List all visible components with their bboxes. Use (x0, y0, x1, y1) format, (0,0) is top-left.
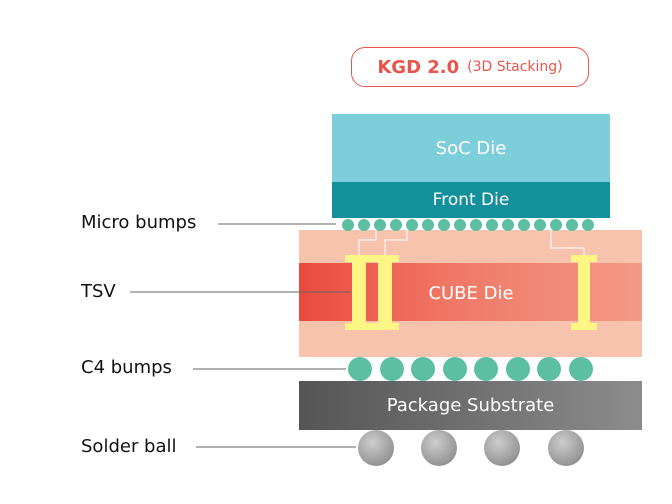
kgd-badge: KGD 2.0 (3D Stacking) (351, 47, 589, 87)
solder-balls-row (358, 430, 584, 466)
tsv-pillar (371, 255, 399, 330)
micro-bump (566, 219, 578, 231)
tsv-connector-line (550, 225, 585, 258)
micro-bump (502, 219, 514, 231)
front-die-layer (332, 182, 610, 218)
micro-bump (486, 219, 498, 231)
micro-bump (358, 219, 370, 231)
soc-die-label: SoC Die (435, 138, 507, 159)
package-substrate-label: Package Substrate (386, 395, 555, 416)
micro-bump (374, 219, 386, 231)
solder-ball (421, 430, 457, 466)
micro-bump (518, 219, 530, 231)
tsv-connector-line (384, 225, 408, 258)
micro-bump (454, 219, 466, 231)
tsv-pillar (345, 255, 373, 330)
micro-bump (422, 219, 434, 231)
solder-ball (548, 430, 584, 466)
micro-bump (342, 219, 354, 231)
c4-bump (506, 357, 530, 381)
badge-subtitle: (3D Stacking) (467, 59, 563, 75)
badge-title: KGD 2.0 (377, 56, 460, 78)
solder-ball (484, 430, 520, 466)
c4-bump (443, 357, 467, 381)
micro-bumps-label: Micro bumps (81, 212, 197, 233)
c4-bump (411, 357, 435, 381)
micro-bump (390, 219, 402, 231)
micro-bump (550, 219, 562, 231)
package-substrate-layer (299, 381, 642, 430)
cube-die-label: CUBE Die (428, 283, 514, 304)
micro-bumps-row (342, 219, 594, 231)
micro-bump (438, 219, 450, 231)
c4-bump (380, 357, 404, 381)
tsv-pillar (571, 255, 597, 330)
front-die-label: Front Die (432, 190, 510, 210)
solder-ball (358, 430, 394, 466)
tsv-connector-line (358, 225, 377, 258)
micro-bump (582, 219, 594, 231)
tsv-label: TSV (81, 281, 116, 302)
solder-ball-label: Solder ball (81, 436, 177, 457)
c4-bump (569, 357, 593, 381)
c4-bump (474, 357, 498, 381)
c4-bumps-row (348, 357, 593, 381)
c4-bump (537, 357, 561, 381)
c4-bumps-label: C4 bumps (81, 357, 172, 378)
soc-die-layer (332, 114, 610, 184)
c4-bump (348, 357, 372, 381)
micro-bump (406, 219, 418, 231)
micro-bump (470, 219, 482, 231)
micro-bump (534, 219, 546, 231)
